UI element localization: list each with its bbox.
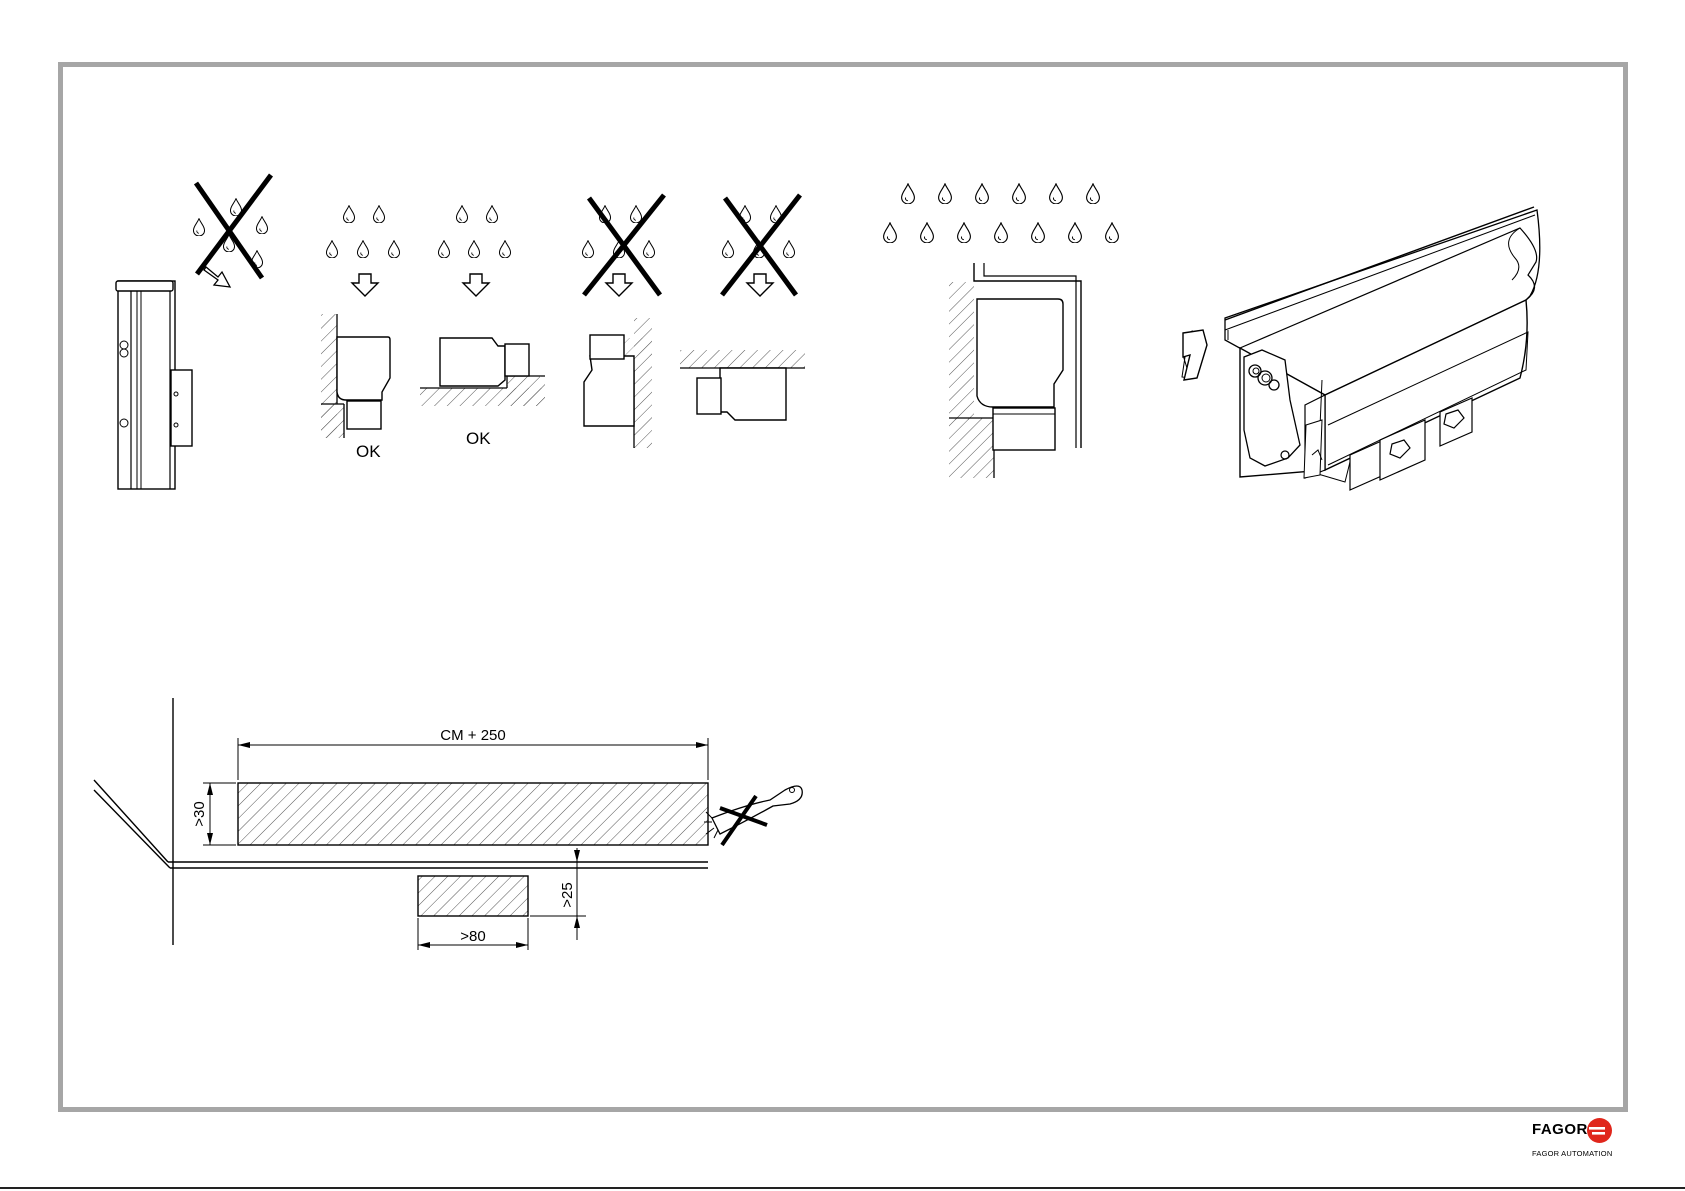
bracket-width-label: >80 <box>460 928 485 945</box>
bottom-rule <box>0 1187 1685 1189</box>
gap-height-label: >25 <box>559 882 576 907</box>
mount-ok-horizontal: OK <box>420 206 545 448</box>
machine-side-view <box>116 175 271 489</box>
ok-vertical-label: OK <box>356 442 381 461</box>
clearance-length-label: CM + 250 <box>440 727 505 744</box>
mount-not-ok-horizontal <box>680 195 805 420</box>
clearance-diagram: CM + 250 >30 >25 >80 <box>94 698 802 950</box>
brand-subtitle: FAGOR AUTOMATION <box>1532 1149 1612 1158</box>
ok-horizontal-label: OK <box>466 429 491 448</box>
mount-with-cover <box>884 184 1119 478</box>
fagor-logo-icon <box>1586 1117 1613 1144</box>
brand-name: FAGOR <box>1532 1121 1588 1138</box>
mount-not-ok-vertical <box>582 195 664 448</box>
mount-ok-vertical: OK <box>321 206 400 461</box>
cover-3d-view <box>1182 207 1551 490</box>
clearance-height-label: >30 <box>191 801 208 826</box>
